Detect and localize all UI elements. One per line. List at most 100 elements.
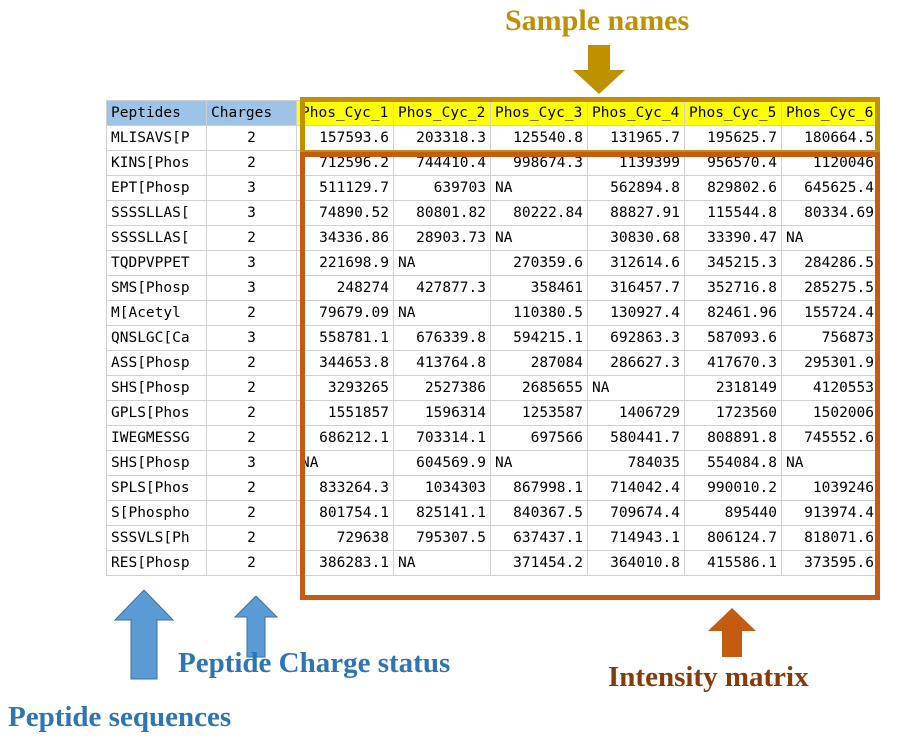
- cell-intensity[interactable]: 364010.8: [587, 550, 685, 576]
- cell-intensity[interactable]: 371454.2: [490, 550, 588, 576]
- cell-intensity[interactable]: 818071.6: [781, 525, 879, 551]
- cell-intensity[interactable]: 415586.1: [684, 550, 782, 576]
- cell-intensity[interactable]: 1034303: [393, 475, 491, 501]
- cell-intensity[interactable]: 808891.8: [684, 425, 782, 451]
- cell-intensity[interactable]: 895440: [684, 500, 782, 526]
- cell-intensity[interactable]: 867998.1: [490, 475, 588, 501]
- cell-charge[interactable]: 2: [206, 350, 297, 376]
- cell-charge[interactable]: 2: [206, 125, 297, 151]
- cell-charge[interactable]: 2: [206, 300, 297, 326]
- cell-intensity[interactable]: 110380.5: [490, 300, 588, 326]
- cell-intensity[interactable]: 34336.86: [296, 225, 394, 251]
- cell-intensity[interactable]: 195625.7: [684, 125, 782, 151]
- cell-intensity[interactable]: 756873: [781, 325, 879, 351]
- cell-intensity[interactable]: 744410.4: [393, 150, 491, 176]
- cell-intensity[interactable]: 806124.7: [684, 525, 782, 551]
- cell-charge[interactable]: 2: [206, 400, 297, 426]
- cell-intensity[interactable]: 286627.3: [587, 350, 685, 376]
- cell-intensity[interactable]: NA: [490, 175, 588, 201]
- cell-charge[interactable]: 2: [206, 225, 297, 251]
- cell-peptide[interactable]: SSSSLLAS[: [106, 225, 207, 251]
- cell-intensity[interactable]: 833264.3: [296, 475, 394, 501]
- cell-peptide[interactable]: ASS[Phosp: [106, 350, 207, 376]
- cell-intensity[interactable]: 352716.8: [684, 275, 782, 301]
- cell-charge[interactable]: 3: [206, 250, 297, 276]
- cell-intensity[interactable]: 125540.8: [490, 125, 588, 151]
- cell-intensity[interactable]: 316457.7: [587, 275, 685, 301]
- cell-intensity[interactable]: 697566: [490, 425, 588, 451]
- cell-intensity[interactable]: 604569.9: [393, 450, 491, 476]
- cell-intensity[interactable]: NA: [296, 450, 394, 476]
- cell-intensity[interactable]: 295301.9: [781, 350, 879, 376]
- cell-intensity[interactable]: 427877.3: [393, 275, 491, 301]
- cell-intensity[interactable]: 562894.8: [587, 175, 685, 201]
- column-header-peptides[interactable]: Peptides: [106, 100, 207, 126]
- cell-intensity[interactable]: NA: [393, 250, 491, 276]
- cell-intensity[interactable]: 712596.2: [296, 150, 394, 176]
- cell-intensity[interactable]: 3293265: [296, 375, 394, 401]
- cell-intensity[interactable]: 825141.1: [393, 500, 491, 526]
- column-header-sample-6[interactable]: Phos_Cyc_6: [781, 100, 879, 126]
- cell-peptide[interactable]: S[Phospho: [106, 500, 207, 526]
- cell-intensity[interactable]: 157593.6: [296, 125, 394, 151]
- cell-peptide[interactable]: SHS[Phosp: [106, 375, 207, 401]
- cell-intensity[interactable]: 784035: [587, 450, 685, 476]
- cell-intensity[interactable]: 155724.4: [781, 300, 879, 326]
- cell-charge[interactable]: 3: [206, 450, 297, 476]
- cell-intensity[interactable]: 88827.91: [587, 200, 685, 226]
- cell-intensity[interactable]: 115544.8: [684, 200, 782, 226]
- cell-intensity[interactable]: 80801.82: [393, 200, 491, 226]
- cell-intensity[interactable]: 413764.8: [393, 350, 491, 376]
- cell-intensity[interactable]: 30830.68: [587, 225, 685, 251]
- cell-intensity[interactable]: 637437.1: [490, 525, 588, 551]
- cell-intensity[interactable]: 686212.1: [296, 425, 394, 451]
- cell-charge[interactable]: 2: [206, 525, 297, 551]
- cell-intensity[interactable]: 745552.6: [781, 425, 879, 451]
- cell-intensity[interactable]: 80334.69: [781, 200, 879, 226]
- cell-intensity[interactable]: 28903.73: [393, 225, 491, 251]
- cell-intensity[interactable]: 287084: [490, 350, 588, 376]
- cell-intensity[interactable]: 676339.8: [393, 325, 491, 351]
- cell-intensity[interactable]: 801754.1: [296, 500, 394, 526]
- cell-peptide[interactable]: SSSSLLAS[: [106, 200, 207, 226]
- cell-charge[interactable]: 2: [206, 425, 297, 451]
- cell-peptide[interactable]: GPLS[Phos: [106, 400, 207, 426]
- cell-intensity[interactable]: 80222.84: [490, 200, 588, 226]
- cell-intensity[interactable]: 2527386: [393, 375, 491, 401]
- cell-intensity[interactable]: 130927.4: [587, 300, 685, 326]
- cell-peptide[interactable]: TQDPVPPET: [106, 250, 207, 276]
- cell-peptide[interactable]: IWEGMESSG: [106, 425, 207, 451]
- cell-peptide[interactable]: SHS[Phosp: [106, 450, 207, 476]
- cell-intensity[interactable]: NA: [393, 300, 491, 326]
- cell-intensity[interactable]: 345215.3: [684, 250, 782, 276]
- cell-intensity[interactable]: 511129.7: [296, 175, 394, 201]
- cell-intensity[interactable]: 82461.96: [684, 300, 782, 326]
- cell-charge[interactable]: 2: [206, 150, 297, 176]
- cell-intensity[interactable]: 714042.4: [587, 475, 685, 501]
- cell-intensity[interactable]: 344653.8: [296, 350, 394, 376]
- cell-intensity[interactable]: 74890.52: [296, 200, 394, 226]
- cell-intensity[interactable]: 131965.7: [587, 125, 685, 151]
- cell-intensity[interactable]: 1139399: [587, 150, 685, 176]
- cell-charge[interactable]: 3: [206, 275, 297, 301]
- cell-intensity[interactable]: 558781.1: [296, 325, 394, 351]
- cell-intensity[interactable]: 990010.2: [684, 475, 782, 501]
- column-header-sample-5[interactable]: Phos_Cyc_5: [684, 100, 782, 126]
- cell-intensity[interactable]: 270359.6: [490, 250, 588, 276]
- cell-intensity[interactable]: 587093.6: [684, 325, 782, 351]
- cell-intensity[interactable]: 312614.6: [587, 250, 685, 276]
- cell-intensity[interactable]: 840367.5: [490, 500, 588, 526]
- cell-intensity[interactable]: 714943.1: [587, 525, 685, 551]
- cell-intensity[interactable]: NA: [781, 225, 879, 251]
- cell-peptide[interactable]: SPLS[Phos: [106, 475, 207, 501]
